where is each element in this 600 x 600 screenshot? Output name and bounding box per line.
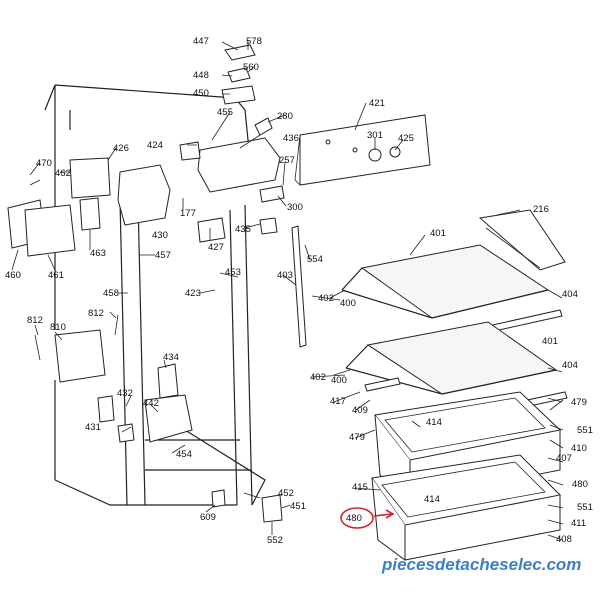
label-457: 457 xyxy=(155,250,171,261)
label-410: 410 xyxy=(571,443,587,454)
shelves xyxy=(341,244,568,417)
label-450: 450 xyxy=(193,88,209,99)
label-463: 463 xyxy=(90,248,106,259)
label-409: 409 xyxy=(352,405,368,416)
label-301: 301 xyxy=(367,130,383,141)
label-402-bottom: 402 xyxy=(310,372,326,383)
label-257: 257 xyxy=(279,155,295,166)
label-452: 452 xyxy=(278,488,294,499)
label-479-left: 479 xyxy=(349,432,365,443)
control-panel xyxy=(294,114,431,186)
label-407: 407 xyxy=(556,453,572,464)
label-451: 451 xyxy=(290,501,306,512)
label-462: 462 xyxy=(55,168,71,179)
label-423: 423 xyxy=(185,288,201,299)
label-480-highlighted: 480 xyxy=(346,513,362,524)
label-411: 411 xyxy=(571,518,586,529)
label-417: 417 xyxy=(330,396,346,407)
label-432: 432 xyxy=(117,388,133,399)
label-280: 280 xyxy=(277,111,293,122)
label-402-top: 402 xyxy=(318,293,334,304)
label-177: 177 xyxy=(180,208,196,219)
top-hinge xyxy=(221,44,256,105)
door-bin xyxy=(478,209,566,271)
label-552: 552 xyxy=(267,535,283,546)
label-554: 554 xyxy=(307,254,323,265)
label-453: 453 xyxy=(225,267,241,278)
label-480-right: 480 xyxy=(572,479,588,490)
label-426: 426 xyxy=(113,143,129,154)
label-404-bottom: 404 xyxy=(562,360,578,371)
crisper-drawers xyxy=(371,391,562,561)
label-414-bottom: 414 xyxy=(424,494,440,505)
label-400-top: 400 xyxy=(340,298,356,309)
middle-parts xyxy=(97,185,285,523)
label-427: 427 xyxy=(208,242,224,253)
label-425: 425 xyxy=(398,133,414,144)
label-403: 403 xyxy=(277,270,293,281)
label-458: 458 xyxy=(103,288,119,299)
label-436: 436 xyxy=(283,133,299,144)
label-461: 461 xyxy=(48,270,64,281)
label-300: 300 xyxy=(287,202,303,213)
part-labels: 447 578 560 448 450 421 455 280 436 424 … xyxy=(5,36,593,546)
label-812-left: 812 xyxy=(27,315,43,326)
label-479-right: 479 xyxy=(571,397,587,408)
label-216: 216 xyxy=(533,204,549,215)
label-470: 470 xyxy=(36,158,52,169)
label-400-bottom: 400 xyxy=(331,375,347,386)
label-415: 415 xyxy=(352,482,368,493)
control-housing xyxy=(179,117,281,193)
label-421: 421 xyxy=(369,98,385,109)
label-435: 435 xyxy=(235,224,251,235)
watermark: piecesdetacheselec.com xyxy=(381,555,581,574)
left-side-parts xyxy=(7,157,171,383)
label-447: 447 xyxy=(193,36,209,47)
label-404-top: 404 xyxy=(562,289,578,300)
label-408: 408 xyxy=(556,534,572,545)
label-401-bottom: 401 xyxy=(542,336,558,347)
label-430: 430 xyxy=(152,230,168,241)
label-460: 460 xyxy=(5,270,21,281)
label-810: 810 xyxy=(50,322,66,333)
label-560: 560 xyxy=(243,62,259,73)
label-424: 424 xyxy=(147,140,163,151)
label-455: 455 xyxy=(217,107,233,118)
label-454: 454 xyxy=(176,449,192,460)
highlight-marker xyxy=(340,507,395,529)
label-551-top: 551 xyxy=(577,425,593,436)
label-609: 609 xyxy=(200,512,216,523)
label-448: 448 xyxy=(193,70,209,81)
label-401-top: 401 xyxy=(430,228,446,239)
label-812: 812 xyxy=(88,308,104,319)
label-434: 434 xyxy=(163,352,179,363)
label-551-bottom: 551 xyxy=(577,502,593,513)
leader-lines xyxy=(11,40,564,541)
label-578: 578 xyxy=(246,36,262,47)
label-414-top: 414 xyxy=(426,417,442,428)
label-442: 442 xyxy=(143,398,159,409)
label-431: 431 xyxy=(85,422,101,433)
side-rail xyxy=(291,225,307,348)
